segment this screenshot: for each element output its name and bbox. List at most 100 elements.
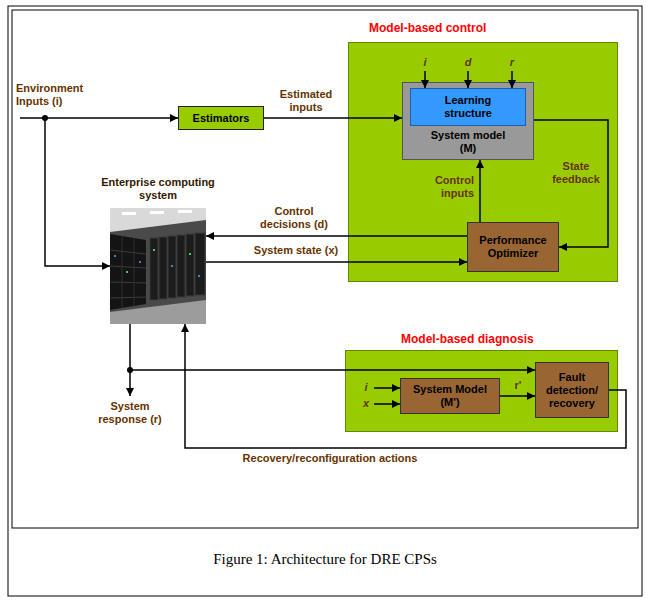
diagnosis-region: System Model (M') Fault detection/ recove… <box>345 350 618 432</box>
caption-holder: Figure 1: Architecture for DRE CPSs <box>0 550 650 568</box>
server-room-photo <box>110 208 206 324</box>
junction-dot <box>42 115 48 121</box>
label-holder: System state (x) <box>246 244 346 257</box>
process-box: Estimators <box>178 106 264 130</box>
label-holder: State feedback <box>547 160 605 186</box>
connector-label: r' <box>508 379 528 392</box>
label-holder: System response (r) <box>88 400 172 426</box>
connector-arrow <box>185 324 626 448</box>
connector-arrow <box>206 261 467 263</box>
label-holder: r' <box>508 379 528 392</box>
model-input-wire <box>374 403 400 405</box>
text-holder: System model (M) <box>403 129 533 155</box>
signal-name: i <box>419 56 431 69</box>
server-room-photo-part <box>168 236 176 298</box>
node-heading: System model (M) <box>422 129 514 155</box>
server-room-photo-part <box>122 236 123 308</box>
signal-label: System response (r) <box>88 400 172 426</box>
text-holder: Learning structure <box>433 94 503 120</box>
process-box: Performance Optimizer <box>467 222 559 272</box>
environment-input-wire <box>45 118 110 266</box>
process-box: System Model (M') <box>400 378 500 414</box>
connector-label: Control inputs <box>420 174 474 200</box>
server-room-photo-part <box>186 234 194 296</box>
connector-label: State feedback <box>547 160 605 186</box>
server-room-photo-part <box>110 234 146 310</box>
system-response-wire <box>129 370 131 396</box>
connector-arrow <box>130 324 535 370</box>
label-holder: Control inputs <box>420 174 474 200</box>
label-holder: Recovery/reconfiguration actions <box>190 452 470 465</box>
process-box: Fault detection/ recovery <box>535 362 609 418</box>
server-room-photo-part <box>110 282 146 283</box>
model-input-wire <box>424 71 426 88</box>
server-room-photo-part <box>126 271 128 273</box>
figure-frame <box>8 6 642 596</box>
text-holder: System Model (M') <box>407 383 493 409</box>
server-room-photo-part <box>195 233 205 295</box>
server-room-photo-part <box>110 250 146 254</box>
connector-label: Recovery/reconfiguration actions <box>190 452 470 465</box>
node-heading: Model-based diagnosis <box>401 332 601 346</box>
text-holder: Enterprise computing system <box>93 176 223 202</box>
connector-arrow <box>500 395 535 397</box>
label-holder: Environment Inputs (i) <box>16 82 100 108</box>
node-label: Learning structure <box>433 94 503 120</box>
server-room-photo-part <box>150 238 158 300</box>
server-room-photo-part <box>159 237 167 299</box>
server-room-photo-part <box>150 211 164 214</box>
server-room-photo-part <box>134 238 135 306</box>
connector-label: System state (x) <box>246 244 346 257</box>
server-room-photo-part <box>189 253 191 255</box>
connector-arrow <box>534 120 608 247</box>
server-room-photo-part <box>178 210 192 213</box>
label-holder: d <box>462 56 474 69</box>
signal-name: d <box>462 56 474 69</box>
node-label: Fault detection/ recovery <box>539 371 605 410</box>
server-room-photo-part <box>114 255 116 257</box>
model-input-wire <box>467 71 469 88</box>
server-room-photo-part <box>153 249 155 251</box>
signal-label: Environment Inputs (i) <box>16 82 100 108</box>
text-holder: Model-based control <box>369 21 589 35</box>
server-room-photo-part <box>110 208 206 324</box>
server-room-photo-part <box>171 265 173 267</box>
node-label: Performance Optimizer <box>471 234 555 260</box>
label-holder: i <box>419 56 431 69</box>
connector-label: Control decisions (d) <box>252 205 336 231</box>
signal-name: x <box>360 397 372 410</box>
server-room-photo-part <box>198 275 200 277</box>
label-holder: Control decisions (d) <box>252 205 336 231</box>
label-holder: x <box>360 397 372 410</box>
signal-wires <box>20 71 512 404</box>
text-holder: Model-based diagnosis <box>401 332 601 346</box>
server-room-photo-part <box>122 212 136 215</box>
server-room-photo-part <box>139 261 141 263</box>
figure-inner-frame <box>12 10 638 528</box>
server-room-photo-part <box>110 208 206 232</box>
connector-arrow <box>206 235 467 237</box>
label-holder: i <box>360 381 372 394</box>
model-input-wire <box>374 387 400 389</box>
learning-box: Learning structure <box>410 88 526 126</box>
signal-name: r <box>506 56 518 69</box>
server-room-photo-part <box>110 266 146 268</box>
server-room-photo-part <box>177 235 185 297</box>
node-label: System Model (M') <box>407 383 493 409</box>
server-room-photo-part <box>110 297 146 298</box>
node-heading: Enterprise computing system <box>93 176 223 202</box>
connector-arrow <box>479 160 481 222</box>
label-holder: r <box>506 56 518 69</box>
connector-arrow <box>264 117 402 119</box>
figure-caption: Figure 1: Architecture for DRE CPSs <box>0 550 650 568</box>
model-input-wire <box>511 71 513 88</box>
connector-label: Estimated inputs <box>268 88 344 114</box>
model-box: Learning structureSystem model (M) <box>402 82 534 160</box>
node-label: Estimators <box>193 112 250 125</box>
label-holder: Estimated inputs <box>268 88 344 114</box>
node-heading: Model-based control <box>369 21 589 35</box>
text-holder: Estimators <box>193 112 250 125</box>
text-holder: Performance Optimizer <box>471 234 555 260</box>
